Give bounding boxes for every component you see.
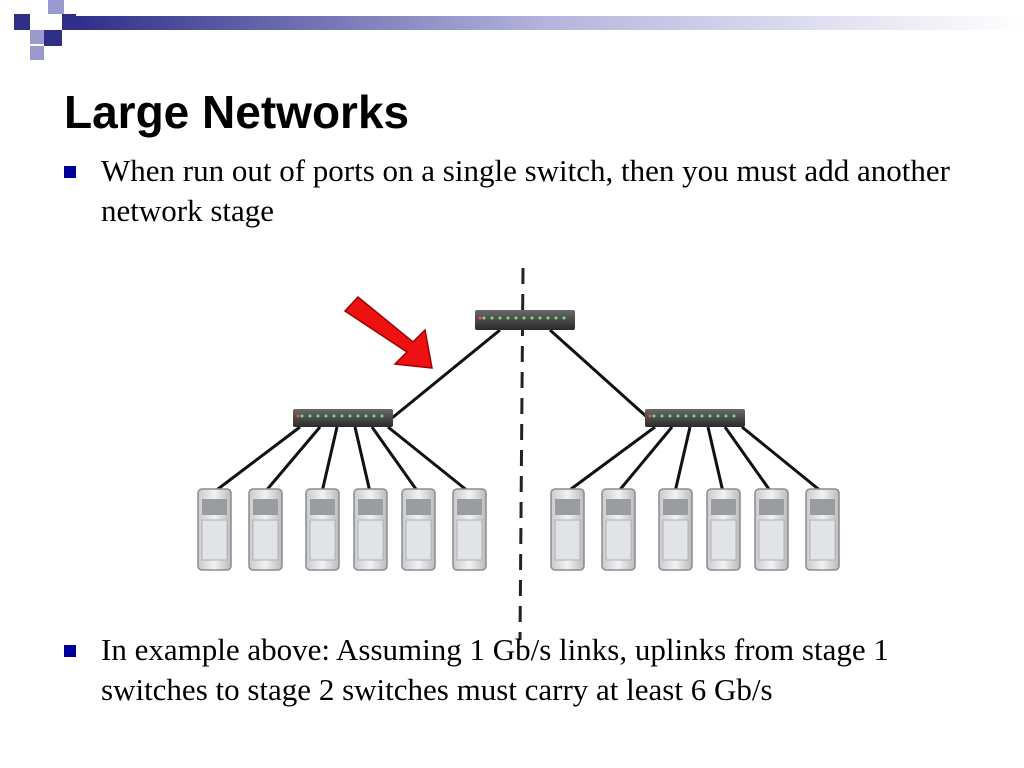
tower-server-icon <box>248 488 283 571</box>
tower-server-icon <box>754 488 789 571</box>
tower-server-icon <box>305 488 340 571</box>
tower-server-icon <box>706 488 741 571</box>
tower-server-icon <box>452 488 487 571</box>
bullet-text: In example above: Assuming 1 Gb/s links,… <box>101 632 889 707</box>
uplink-right <box>548 328 650 420</box>
tower-server-icon <box>601 488 636 571</box>
network-switch-icon <box>293 409 393 427</box>
tower-server-icon <box>353 488 388 571</box>
square-bullet-icon <box>64 645 76 657</box>
tower-server-icon <box>401 488 436 571</box>
uplink-left <box>391 328 501 420</box>
tower-server-icon <box>805 488 840 571</box>
red-arrow-icon <box>343 295 433 369</box>
slide-title: Large Networks <box>64 86 410 138</box>
bullet-text: When run out of ports on a single switch… <box>101 153 950 228</box>
header-decoration <box>0 0 1024 60</box>
tower-server-icon <box>197 488 232 571</box>
tower-server-icon <box>550 488 585 571</box>
tower-server-icon <box>658 488 693 571</box>
network-switch-icon <box>645 409 745 427</box>
left-downlinks <box>213 425 470 494</box>
network-switch-icon <box>475 310 575 330</box>
square-bullet-icon <box>64 166 76 178</box>
right-downlinks <box>566 425 823 494</box>
